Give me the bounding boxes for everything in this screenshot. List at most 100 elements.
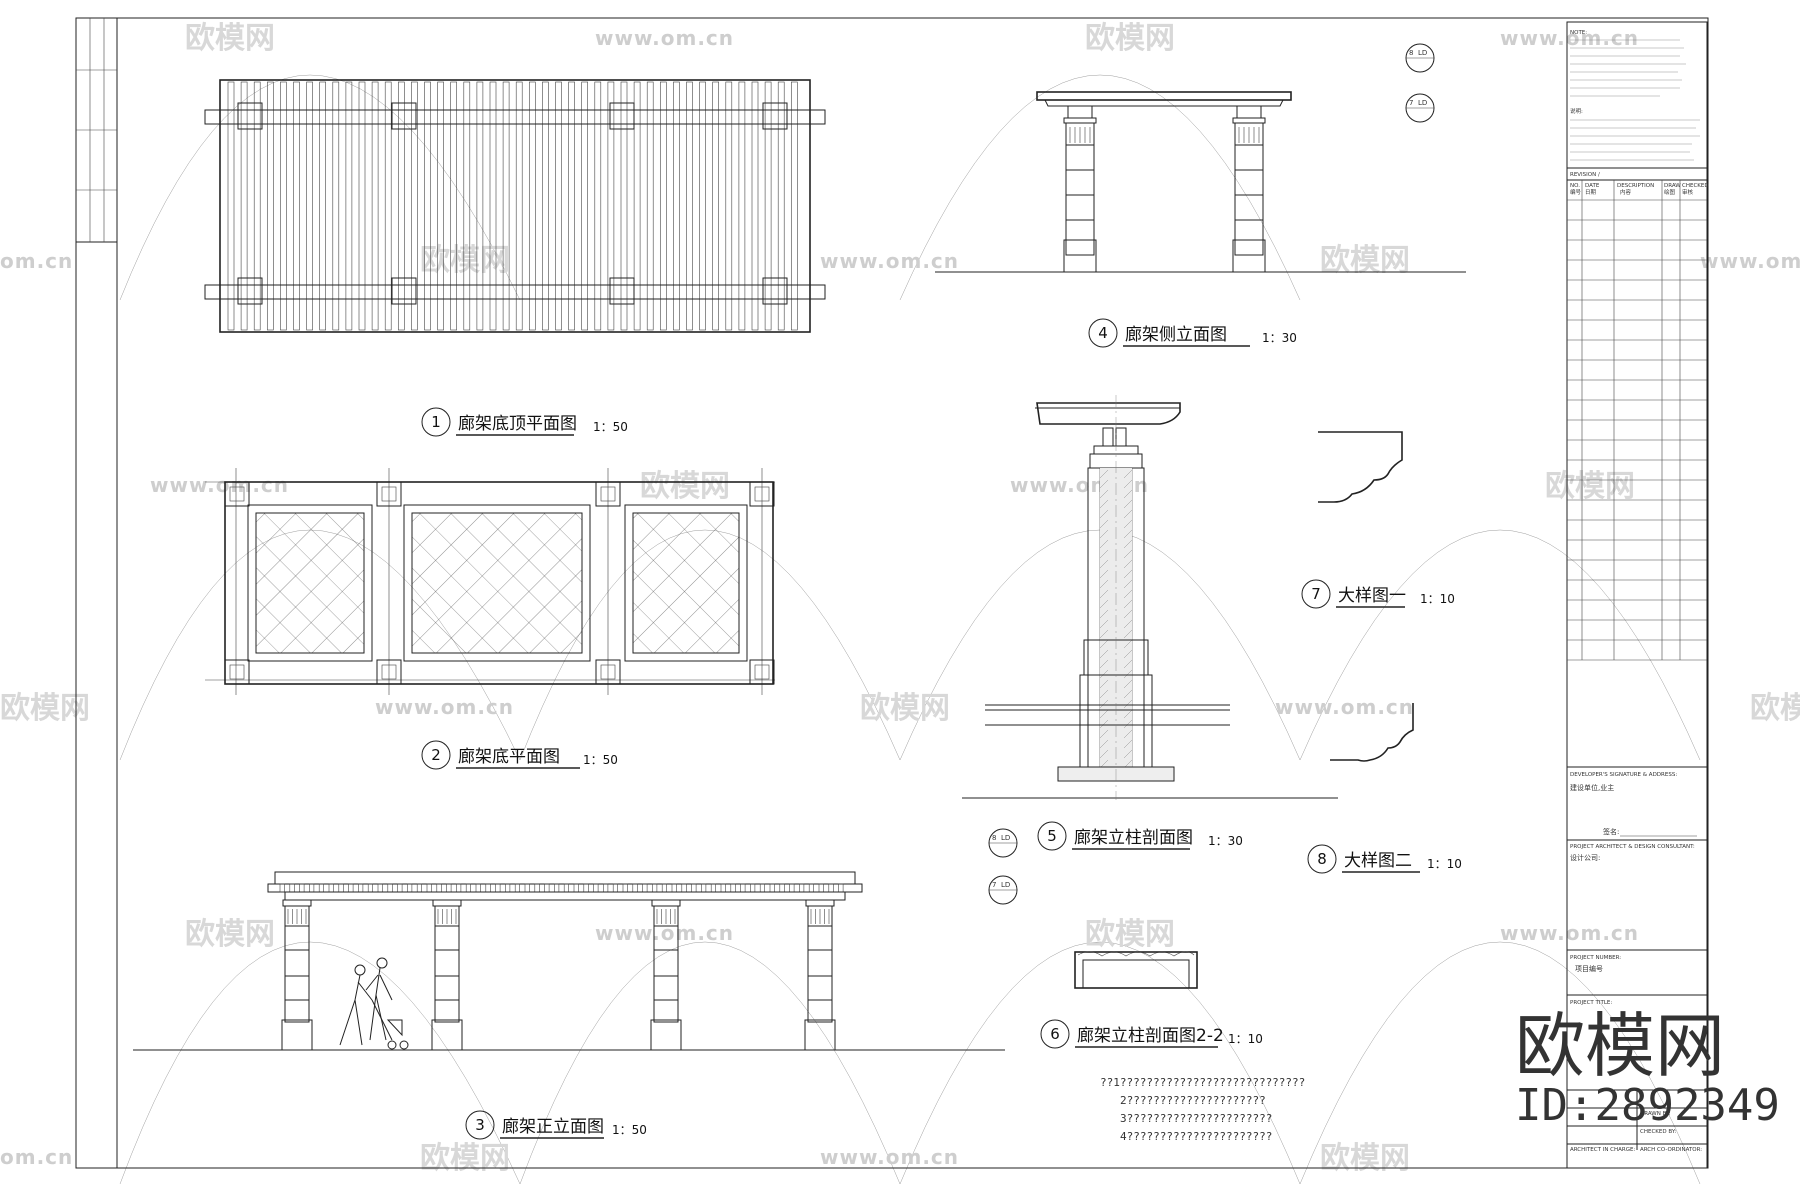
svg-text:PROJECT ARCHITECT & DESIGN CON: PROJECT ARCHITECT & DESIGN CONSULTANT: (1570, 844, 1695, 850)
watermark-layer: 欧模网 www.om.cn 欧模网 www.om.cn om.cn 欧模网 ww… (0, 21, 1800, 1184)
watermark-cn: 欧模网 (1085, 21, 1175, 56)
view-title: 5 廊架立柱剖面图 1：30 (1037, 821, 1243, 851)
svg-text:ARCH CO-ORDINATOR:: ARCH CO-ORDINATOR: (1640, 1147, 1702, 1153)
svg-text:DRAW: DRAW (1664, 183, 1681, 189)
watermark-url: om.cn (0, 1145, 73, 1169)
view-title: 3 廊架正立面图 1：50 (465, 1110, 647, 1140)
column-section-2-2-view (1074, 951, 1198, 989)
svg-text:NO.: NO. (1570, 183, 1580, 189)
front-elevation-view (133, 871, 1005, 1051)
watermark-cn: 欧模网 (1545, 469, 1635, 504)
view-number: 5 (1047, 827, 1057, 845)
detail-profile-2 (1330, 703, 1414, 762)
view-number: 4 (1098, 324, 1108, 342)
view-title-text: 廊架正立面图 (502, 1117, 604, 1137)
watermark-cn: 欧模网 (1085, 917, 1175, 952)
watermark-url: www.om.cn (595, 26, 734, 50)
svg-text:绘图: 绘图 (1664, 188, 1676, 196)
view-scale: 1：10 (1228, 1032, 1263, 1046)
svg-text:LD: LD (1418, 99, 1427, 107)
svg-text:CHECKED BY:: CHECKED BY: (1640, 1129, 1676, 1135)
column-section-view (962, 395, 1338, 800)
watermark-url: www.om.cn (820, 249, 959, 273)
watermark-url: www.om.cn (1500, 26, 1639, 50)
watermark-cn: 欧模网 (185, 21, 275, 56)
view-title: 8 大样图二 1：10 (1307, 844, 1462, 874)
svg-text:ARCHITECT IN CHARGE:: ARCHITECT IN CHARGE: (1570, 1147, 1635, 1153)
note-line: 4?????????????????????? (1120, 1130, 1272, 1143)
view-scale: 1：10 (1427, 857, 1462, 871)
svg-text:编号: 编号 (1570, 188, 1582, 196)
view-title: 4 廊架侧立面图 1：30 (1088, 318, 1297, 348)
watermark-cn: 欧模网 (860, 691, 950, 726)
view-scale: 1：50 (612, 1123, 647, 1137)
svg-text:LD: LD (1418, 49, 1427, 57)
svg-text:NOTE:: NOTE: (1570, 30, 1587, 36)
note-line: 3?????????????????????? (1120, 1112, 1272, 1125)
view-number: 3 (475, 1116, 485, 1134)
view-scale: 1：30 (1208, 834, 1243, 848)
brand-logo: 欧模网 ID:2892349 (1515, 1005, 1780, 1131)
person-figure (339, 957, 409, 1050)
svg-text:7: 7 (992, 881, 996, 889)
watermark-url: www.om.cn (820, 1145, 959, 1169)
brand-logo-text: 欧模网 (1515, 1005, 1725, 1087)
watermark-cn: 欧模网 (1320, 243, 1410, 278)
svg-text:CHECKED: CHECKED (1682, 183, 1709, 189)
svg-text:LD: LD (1001, 834, 1010, 842)
brand-id-text: ID:2892349 (1515, 1080, 1780, 1131)
svg-text:DEVELOPER'S SIGNATURE & ADDRES: DEVELOPER'S SIGNATURE & ADDRESS: (1570, 772, 1677, 778)
watermark-cn: 欧模网 (185, 917, 275, 952)
svg-text:项目编号: 项目编号 (1575, 964, 1603, 973)
svg-text:PROJECT NUMBER:: PROJECT NUMBER: (1570, 955, 1621, 961)
section-callout-8b: 8 LD (988, 828, 1018, 858)
svg-text:设计公司:: 设计公司: (1570, 853, 1600, 862)
detail-profile-1 (1318, 431, 1403, 503)
view-title-text: 廊架底平面图 (458, 747, 560, 767)
watermark-cn: 欧模网 (640, 469, 730, 504)
watermark-url: www.om.cn (375, 695, 514, 719)
view-number: 7 (1311, 585, 1321, 603)
svg-text:LD: LD (1001, 881, 1010, 889)
section-callout-7: 7 LD (1405, 93, 1435, 123)
svg-text:REVISION /: REVISION / (1570, 172, 1600, 178)
floor-plan-view (205, 468, 775, 695)
svg-text:签名:: 签名: (1603, 827, 1619, 836)
watermark-url: www.om.cn (1500, 921, 1639, 945)
general-notes: ??1???????????????????????????? 2???????… (1100, 1076, 1305, 1143)
watermark-url: www.om.cn (595, 921, 734, 945)
svg-text:DATE: DATE (1585, 183, 1600, 189)
watermark-cn: 欧模网 (0, 691, 90, 726)
view-title: 6 廊架立柱剖面图2-2 1：10 (1040, 1019, 1263, 1049)
svg-text:DESCRIPTION: DESCRIPTION (1617, 183, 1654, 189)
watermark-cn: 欧模网 (420, 1141, 510, 1176)
view-title-text: 大样图二 (1344, 851, 1412, 871)
view-scale: 1：50 (583, 753, 618, 767)
view-title-text: 廊架立柱剖面图2-2 (1077, 1026, 1224, 1046)
section-callout-8: 8 LD (1405, 43, 1435, 73)
svg-text:DRAWN BY:: DRAWN BY: (1640, 1111, 1671, 1117)
watermark-url: www.om.cn (150, 473, 289, 497)
view-title-text: 廊架立柱剖面图 (1074, 828, 1193, 848)
watermark-url: www.om.cn (1700, 249, 1800, 273)
view-scale: 1：30 (1262, 331, 1297, 345)
watermark-url: www.om.cn (1275, 695, 1414, 719)
svg-text:建设单位,业主: 建设单位,业主 (1570, 783, 1614, 792)
view-number: 1 (431, 413, 441, 431)
svg-text:PROJECT TITLE:: PROJECT TITLE: (1570, 1000, 1612, 1006)
view-number: 8 (1317, 850, 1327, 868)
watermark-cn: 欧模网 (1750, 691, 1800, 726)
side-elevation-view (935, 91, 1466, 273)
svg-text:说明:: 说明: (1570, 107, 1583, 115)
svg-text:7: 7 (1409, 99, 1413, 107)
watermark-cn: 欧模网 (1320, 1141, 1410, 1176)
title-block: NOTE: 说明: REVISION / NO. DATE DESCRIPTIO… (1566, 18, 1709, 1169)
view-title-text: 廊架侧立面图 (1125, 325, 1227, 345)
note-line: 2????????????????????? (1120, 1094, 1266, 1107)
view-title-text: 廊架底顶平面图 (458, 414, 577, 434)
view-number: 6 (1050, 1025, 1060, 1043)
